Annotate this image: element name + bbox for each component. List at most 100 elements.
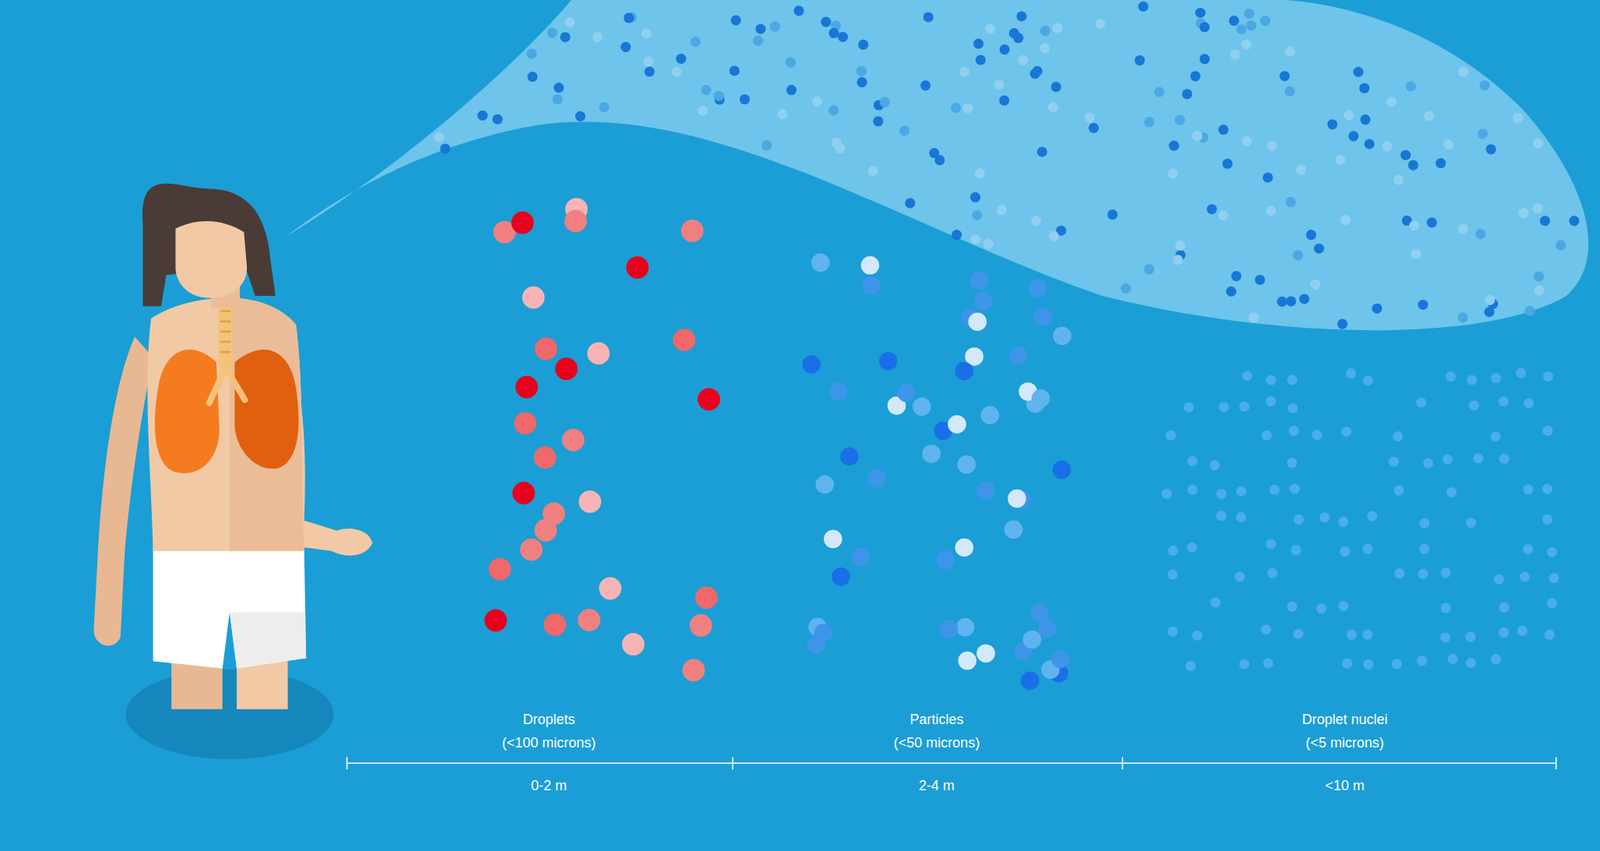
cloud-dot <box>1248 312 1259 324</box>
droplet-nucleus-dot <box>1216 488 1227 500</box>
particle-dot <box>1023 630 1042 650</box>
droplet-nucleus-dot <box>1267 568 1278 579</box>
droplet-nucleus-dot <box>1265 396 1277 407</box>
size-range-label: (<5 microns) <box>1305 734 1385 752</box>
particle-dot <box>955 362 975 381</box>
cloud-dot <box>1458 66 1469 77</box>
particle-dot <box>829 382 848 401</box>
cloud-dot <box>812 96 823 107</box>
cloud-dot <box>970 192 981 203</box>
cloud-dot <box>1206 203 1217 215</box>
droplet-nucleus-dot <box>1269 484 1280 495</box>
cloud-dot <box>1310 279 1321 290</box>
droplet-nucleus-dot <box>1517 625 1528 637</box>
droplet-nucleus-dot <box>1417 568 1428 579</box>
droplet-dot <box>562 429 585 452</box>
particle-dot <box>867 469 887 489</box>
cloud-dot <box>951 229 962 240</box>
cloud-dot <box>1265 205 1277 216</box>
cloud-dot <box>1279 70 1290 81</box>
droplet-nucleus-dot <box>1522 484 1534 495</box>
droplet-nucleus-dot <box>1167 626 1179 637</box>
droplet-nucleus-dot <box>1187 484 1198 495</box>
droplet-nucleus-dot <box>1262 657 1273 669</box>
droplet-dot <box>622 632 645 656</box>
droplet-nucleus-dot <box>1498 601 1509 612</box>
cloud-dot <box>690 36 701 47</box>
particle-dot <box>939 619 959 639</box>
cloud-dot <box>970 234 982 245</box>
cloud-dot <box>644 66 655 77</box>
cloud-dot <box>996 204 1007 215</box>
cloud-dot <box>858 39 869 50</box>
droplet-nucleus-dot <box>1185 661 1196 672</box>
droplet-nucleus-dot <box>1519 571 1530 582</box>
cloud-dot <box>1266 140 1277 151</box>
cloud-dot <box>439 143 451 154</box>
particle-dot <box>861 256 880 275</box>
cloud-dot <box>1236 24 1247 35</box>
cloud-dot <box>1475 228 1486 240</box>
droplet-nucleus-dot <box>1542 484 1553 495</box>
particle-dot <box>981 405 1000 425</box>
size-range-label: (<100 microns) <box>502 734 597 752</box>
droplet-nucleus-dot <box>1363 659 1374 670</box>
cloud-dot <box>904 197 915 208</box>
droplet-dot <box>689 614 713 637</box>
droplet-nucleus-dot <box>1192 630 1203 641</box>
cloud-dot <box>564 17 575 28</box>
particle-dot <box>1009 346 1028 366</box>
cloud-dot <box>553 82 564 93</box>
distance-scale <box>347 756 1557 770</box>
cloud-dot <box>1485 144 1496 155</box>
cloud-dot <box>1292 249 1303 261</box>
cloud-dot <box>973 38 984 50</box>
particle-dots <box>801 253 1072 691</box>
droplet-dot <box>484 608 507 632</box>
cloud-dot <box>1174 240 1186 251</box>
droplet-nucleus-dot <box>1290 545 1302 556</box>
cloud-dot <box>1195 7 1206 18</box>
droplet-nucleus-dot <box>1447 654 1458 665</box>
droplet-nucleus-dot <box>1287 457 1298 468</box>
cloud-dot <box>856 66 867 77</box>
cloud-dot <box>1337 319 1348 330</box>
cloud-dot <box>1568 215 1579 226</box>
cloud-dot <box>697 105 708 117</box>
cloud-dot <box>1340 214 1351 226</box>
particle-dot <box>1020 671 1040 691</box>
droplet-dot <box>598 576 622 600</box>
cloud-dot <box>1417 299 1428 310</box>
cloud-dot <box>1296 165 1307 176</box>
droplet-nucleus-dot <box>1445 371 1456 382</box>
droplet-nucleus-dot <box>1187 456 1198 467</box>
droplet-nucleus-dot <box>1548 573 1559 584</box>
droplet-dot <box>534 446 557 469</box>
cloud-dot <box>671 66 682 78</box>
droplet-dots <box>484 197 721 682</box>
cloud-dot <box>1359 83 1370 94</box>
cloud-dot <box>592 31 603 43</box>
droplet-nucleus-dot <box>1161 488 1172 500</box>
size-class-label: Droplet nuclei <box>1301 711 1388 728</box>
cloud-dot <box>1016 10 1027 22</box>
droplet-dot <box>587 341 610 365</box>
cloud-dot <box>492 114 503 125</box>
droplet-nucleus-dot <box>1186 542 1197 553</box>
cloud-dot <box>872 116 883 127</box>
particle-dot <box>976 481 996 500</box>
droplet-nucleus-dot <box>1261 429 1272 440</box>
droplet-nucleus-dot <box>1440 602 1451 613</box>
droplet-nucleus-dot <box>1209 597 1221 608</box>
cloud-dot <box>1107 209 1118 220</box>
cloud-dot <box>1314 243 1325 254</box>
particle-dot <box>958 651 978 671</box>
cloud-dot <box>1230 49 1241 60</box>
size-class-label: Droplets <box>523 711 576 728</box>
droplet-nucleus-dot <box>1419 544 1430 555</box>
cloud-dot <box>547 28 558 39</box>
droplet-dot <box>522 286 546 310</box>
cloud-dot <box>1032 66 1043 77</box>
cloud-dot <box>1393 174 1404 185</box>
cloud-dot <box>1040 25 1051 36</box>
